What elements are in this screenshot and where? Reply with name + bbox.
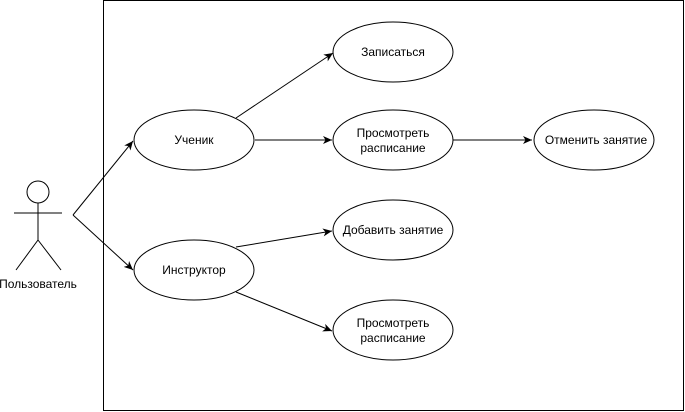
edge-actor-to-instructor	[72, 214, 134, 271]
edge-instructor-to-view-schedule	[235, 291, 333, 332]
actor-right-leg	[37, 239, 62, 271]
use-case-enroll-label: Записаться	[361, 45, 425, 59]
use-case-enroll[interactable]	[332, 21, 454, 83]
use-case-view-schedule-instructor-label-line2: расписание	[360, 331, 426, 345]
use-case-cancel-class-label: Отменить занятие	[545, 133, 648, 147]
use-case-student[interactable]	[133, 109, 255, 171]
edge-student-to-enroll	[235, 52, 334, 119]
use-case-view-schedule-student-label-line2: расписание	[360, 141, 426, 155]
use-case-add-class-label: Добавить занятие	[343, 223, 444, 237]
use-case-view-schedule-student-label-line1: Просмотреть	[357, 126, 430, 140]
edge-actor-to-student	[72, 140, 134, 216]
use-case-view-schedule-instructor-label-line1: Просмотреть	[357, 316, 430, 330]
use-case-student-label: Ученик	[174, 133, 214, 147]
actor-left-leg	[15, 239, 39, 271]
actor-label: Пользователь	[0, 277, 77, 291]
use-case-cancel-class[interactable]	[533, 109, 655, 171]
use-case-instructor[interactable]	[133, 239, 255, 301]
use-case-view-schedule-instructor[interactable]	[332, 299, 454, 361]
edge-instructor-to-add-class	[235, 228, 333, 248]
actor-head	[26, 180, 50, 204]
use-case-view-schedule-student[interactable]	[332, 109, 454, 171]
use-case-instructor-label: Инструктор	[162, 263, 226, 277]
actor-figure	[14, 180, 62, 271]
use-case-add-class[interactable]	[332, 199, 454, 261]
